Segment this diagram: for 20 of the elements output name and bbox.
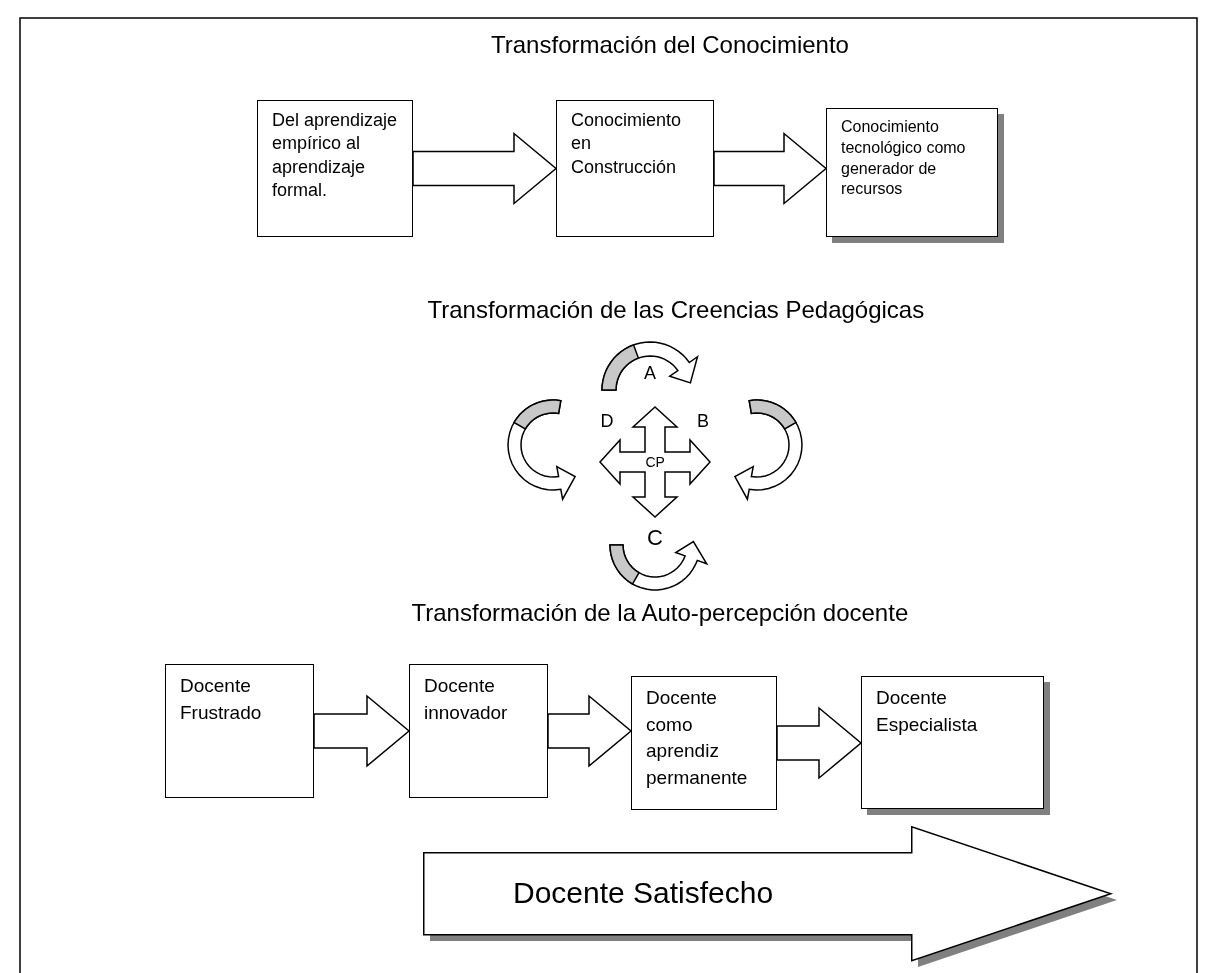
block-arrow [713, 131, 828, 206]
text-box: Del aprendizaje empírico al aprendizaje formal. [257, 100, 413, 237]
block-arrow [412, 131, 558, 206]
center-label: CP [645, 455, 665, 471]
block-arrow [776, 706, 863, 780]
block-arrow [313, 694, 411, 768]
block-arrow [547, 694, 633, 768]
cycle-letter: D [600, 412, 614, 432]
block-arrow [423, 826, 1118, 968]
cycle-letter: C [647, 526, 663, 551]
cycle-letter: A [644, 364, 656, 384]
text-box: Docente Frustrado [165, 664, 314, 798]
section-heading: Transformación de la Auto-percepción docente [411, 600, 909, 627]
cycle-letter: B [697, 412, 709, 432]
text-box: Docente como aprendiz permanente [631, 676, 777, 810]
text-box: Docente innovador [409, 664, 548, 798]
section-heading: Transformación del Conocimiento [491, 32, 849, 59]
section-heading: Transformación de las Creencias Pedagógicas [427, 297, 925, 324]
text-box: Conocimiento en Construcción [556, 100, 714, 237]
node-label: Docente Satisfecho [513, 875, 774, 911]
